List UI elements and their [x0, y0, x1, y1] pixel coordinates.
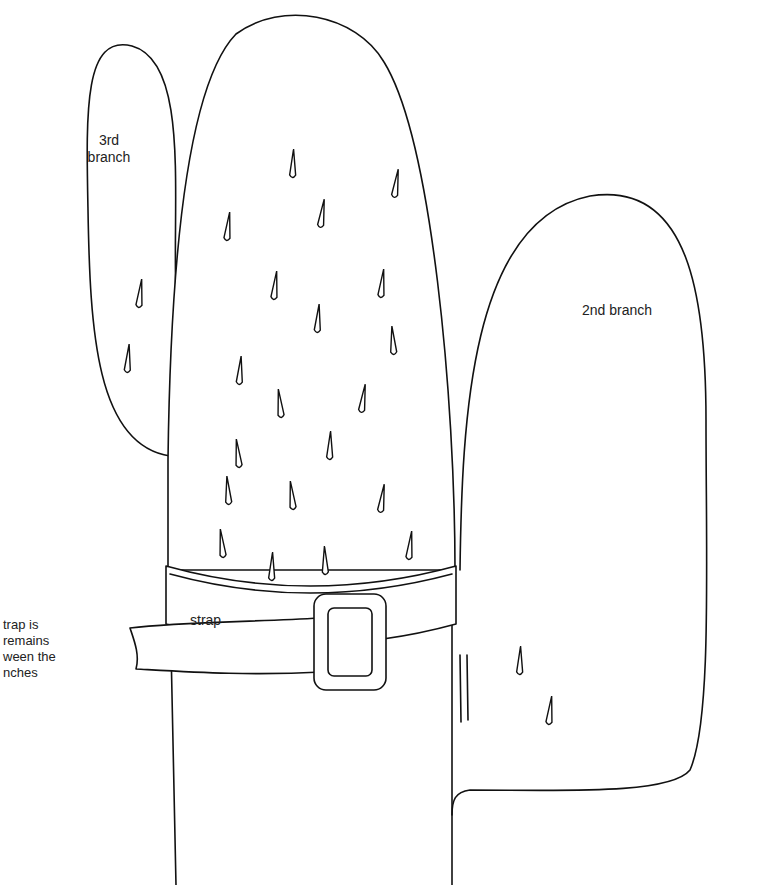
cactus-spine	[233, 439, 242, 468]
cactus-spine	[224, 212, 233, 241]
branch-label: 3rd branch	[80, 132, 138, 166]
cactus-spine	[290, 149, 297, 178]
trunk-right-edge	[451, 610, 453, 885]
cactus-spine	[391, 169, 401, 198]
trunk-top-outline	[168, 15, 455, 570]
cactus-spine	[546, 696, 555, 725]
cactus-spine	[406, 531, 415, 560]
strap-band-edge	[170, 574, 452, 593]
cactus-spine	[271, 271, 280, 300]
cactus-spine	[287, 481, 296, 510]
cactus-spine	[136, 279, 145, 308]
strap-buckle-outer	[314, 594, 386, 690]
cactus-spine	[517, 646, 524, 675]
cactus-spine	[377, 484, 387, 513]
strap-buckle-inner	[328, 608, 372, 676]
spines	[124, 149, 555, 725]
cactus-spine	[275, 389, 284, 418]
cactus-spine	[358, 384, 368, 413]
cactus-spine	[378, 269, 387, 298]
part-label: strap	[190, 612, 221, 629]
cactus-spine	[124, 344, 132, 373]
cactus-spine	[236, 356, 244, 385]
third-branch-outline	[87, 45, 176, 456]
branch-label: 2nd branch	[582, 302, 652, 319]
trunk-fold-lines	[460, 655, 468, 722]
cactus-spine	[327, 431, 334, 460]
cactus-spine	[389, 326, 397, 355]
cactus-spine	[321, 546, 328, 575]
cactus-spine	[314, 304, 322, 333]
cactus-spine	[269, 552, 276, 581]
second-branch-outline	[452, 195, 707, 815]
note-text: trap is remains ween the nches	[3, 617, 67, 681]
strap-loose-end	[130, 618, 322, 674]
cactus-spine	[317, 199, 327, 228]
cactus-spine	[224, 476, 232, 505]
cactus-spine	[217, 529, 226, 558]
